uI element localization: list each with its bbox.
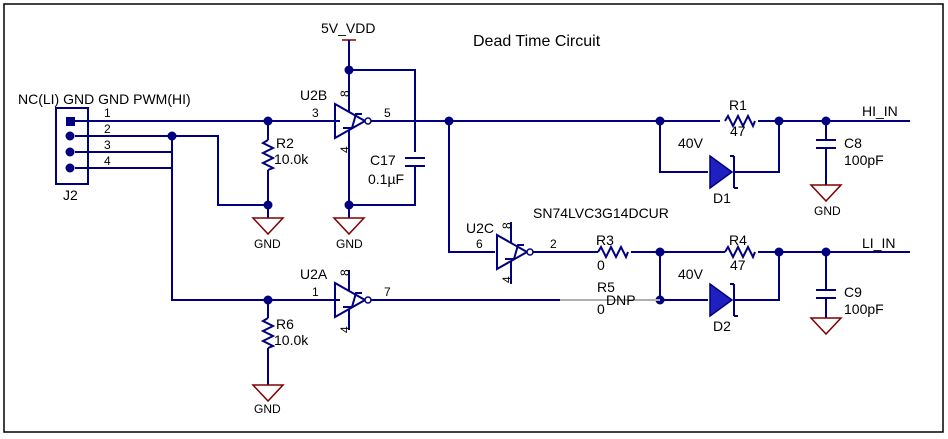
junction-r2-bottom (263, 200, 273, 210)
r6-ref: R6 (276, 316, 294, 332)
resistor-r5-dnp: R5 0 DNP (371, 279, 660, 317)
r1-ref: R1 (729, 97, 747, 113)
c8-value: 100pF (844, 152, 884, 168)
r5-ref: R5 (597, 279, 615, 295)
power-net-label: 5V_VDD (321, 20, 375, 36)
connector-j2: NC(LI) GND GND PWM(HI) J2 1 2 3 4 (18, 91, 191, 203)
c17-value: 0.1µF (368, 171, 404, 187)
connector-ref: J2 (63, 187, 78, 203)
r2-value: 10.0k (274, 151, 309, 167)
r3-value: 0 (597, 257, 605, 273)
frame-border (3, 3, 944, 433)
r4-value: 47 (730, 257, 746, 273)
u2b-ref: U2B (300, 87, 327, 103)
u2a-pin-out: 7 (384, 285, 391, 299)
ground-c17: GND (333, 217, 365, 251)
capacitor-c17: C17 0.1µF (344, 152, 425, 218)
resistor-r2: R2 10.0k (262, 116, 309, 218)
r1-value: 47 (730, 123, 746, 139)
hi-path: R1 47 HI_IN (371, 97, 910, 253)
pin-3-label: 3 (104, 138, 111, 152)
diode-d1: 40V D1 (678, 135, 738, 206)
gnd-label-r2: GND (254, 237, 281, 251)
u2b-pin-gnd: 4 (338, 146, 352, 153)
u2b-pin-vcc: 8 (338, 90, 352, 97)
connector-header-label: NC(LI) GND GND PWM(HI) (18, 91, 191, 107)
r4-ref: R4 (729, 232, 747, 248)
wire-pwm-to-u2a (171, 136, 340, 301)
gate-u2c: U2C SN74LVC3G14DCUR 6 2 8 4 (466, 205, 669, 284)
diode-d2: 40V D2 (655, 266, 738, 334)
u2c-ref: U2C (466, 220, 494, 236)
junction-r2-top (263, 116, 273, 126)
r6-value: 10.0k (274, 332, 309, 348)
u2b-pin-out: 5 (384, 106, 391, 120)
gnd-label-c8: GND (814, 204, 841, 218)
r5-note: DNP (606, 292, 636, 308)
r3-ref: R3 (596, 232, 614, 248)
connector-body (55, 107, 89, 185)
net-hi-label: HI_IN (862, 103, 898, 119)
u2a-pin-in: 1 (312, 285, 319, 299)
gate-u2a: U2A 1 7 8 4 (300, 266, 391, 333)
c8-ref: C8 (844, 135, 862, 151)
c9-ref: C9 (844, 284, 862, 300)
net-li-label: LI_IN (862, 235, 895, 251)
gnd-label-r6: GND (254, 402, 281, 416)
ground-r6: GND (252, 384, 284, 416)
u2c-pin-vcc: 8 (500, 222, 514, 229)
u2c-pin-in: 6 (476, 237, 483, 251)
connector-pin3-dot (65, 147, 75, 157)
u2a-ref: U2A (300, 266, 328, 282)
d1-ref: D1 (713, 190, 731, 206)
resistor-r6: R6 10.0k (262, 295, 309, 385)
gnd-label-c17: GND (336, 237, 363, 251)
ground-r2: GND (252, 217, 284, 251)
gate-u2b: U2B 3 5 8 4 (300, 70, 391, 205)
li-path: R3 0 R4 47 LI_IN (533, 232, 910, 301)
u2b-pin-in: 3 (312, 106, 319, 120)
u2c-pin-gnd: 4 (500, 276, 514, 283)
u2c-pin-out: 2 (550, 237, 557, 251)
capacitor-c8: C8 100pF GND (810, 121, 884, 218)
pin-2-label: 2 (104, 122, 111, 136)
wire-pin2 (75, 135, 268, 206)
connector-wires (75, 120, 340, 301)
d1-rating: 40V (678, 135, 704, 151)
pin-4-label: 4 (104, 154, 111, 168)
u2a-pin-vcc: 8 (338, 269, 352, 276)
d2-rating: 40V (678, 266, 704, 282)
c17-ref: C17 (370, 152, 396, 168)
pin-1-label: 1 (104, 106, 111, 120)
junction-pin2 (167, 131, 177, 141)
connector-pin2-dot (65, 131, 75, 141)
u2c-part: SN74LVC3G14DCUR (533, 205, 669, 221)
connector-pin4-dot (65, 163, 75, 173)
c9-value: 100pF (844, 301, 884, 317)
diagram-title: Dead Time Circuit (473, 33, 601, 50)
r5-value: 0 (597, 301, 605, 317)
power-5v: 5V_VDD (321, 20, 416, 152)
d2-ref: D2 (713, 318, 731, 334)
connector-pin1-square (66, 117, 75, 126)
r2-ref: R2 (276, 135, 294, 151)
u2a-pin-gnd: 4 (338, 326, 352, 333)
capacitor-c9: C9 100pF (810, 252, 884, 335)
